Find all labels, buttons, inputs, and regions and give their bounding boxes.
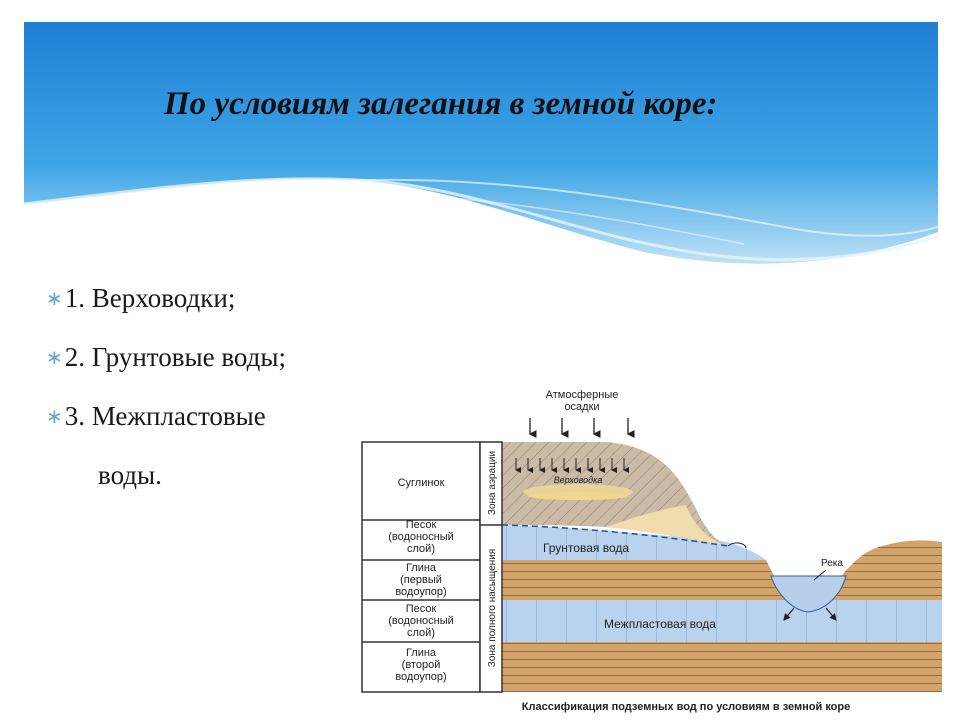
asterisk-icon: ∗ bbox=[46, 288, 63, 310]
river-water bbox=[770, 575, 847, 613]
layer-label-clay: водоупор) bbox=[395, 671, 446, 683]
discharge-arrows bbox=[783, 607, 837, 621]
bullet-text: 1. Верховодки; bbox=[64, 283, 236, 313]
layer-label-sand: слой) bbox=[407, 543, 435, 555]
asterisk-icon: ∗ bbox=[46, 406, 63, 428]
slide-title: По условиям залегания в земной коре: bbox=[164, 86, 718, 122]
layer-label-clay: (первый bbox=[400, 574, 442, 586]
groundwater-diagram: Суглинок Песок (водоносный слой) Глина (… bbox=[361, 389, 942, 713]
precipitation-label: Атмосферные bbox=[546, 389, 619, 401]
layer-label-clay: Глина bbox=[406, 647, 437, 659]
layer-label-sand: Песок bbox=[406, 519, 437, 531]
perched-water-label: Верховодка bbox=[554, 475, 603, 485]
precipitation-label: осадки bbox=[564, 401, 599, 413]
diagram-caption: Классификация подземных вод по условиям … bbox=[522, 701, 850, 713]
layer-label-loam: Суглинок bbox=[398, 477, 445, 489]
clay-layer-first bbox=[502, 560, 942, 600]
ground-water-layer bbox=[502, 525, 766, 560]
clay-layer-second bbox=[502, 642, 942, 692]
bullet-text: 3. Межпластовые bbox=[64, 401, 266, 431]
bullet-list: ∗1. Верховодки; ∗2. Грунтовые воды; ∗3. … bbox=[46, 282, 366, 515]
bullet-item-2: ∗2. Грунтовые воды; bbox=[46, 341, 366, 376]
zone-saturation-label: Зона полного насыщения bbox=[487, 549, 498, 667]
infiltration-arrows bbox=[515, 458, 629, 473]
interlayer-water-label: Межпластовая вода bbox=[604, 617, 716, 631]
precipitation-arrows bbox=[528, 418, 635, 438]
layer-label-clay: водоупор) bbox=[395, 586, 446, 598]
layer-label-sand: (водоносный bbox=[388, 531, 454, 543]
bullet-continuation: воды. bbox=[98, 460, 162, 490]
layer-label-sand: Песок bbox=[406, 603, 437, 615]
bullet-item-3: ∗3. Межпластовые воды. bbox=[46, 400, 366, 491]
layer-label-clay: (второй bbox=[402, 659, 441, 671]
header-wave-background bbox=[24, 22, 938, 264]
layer-label-clay: Глина bbox=[406, 562, 437, 574]
zone-aeration-label: Зона аэрации bbox=[487, 451, 498, 515]
layer-label-sand: (водоносный bbox=[388, 615, 454, 627]
river-label: Река bbox=[821, 558, 843, 569]
bullet-item-1: ∗1. Верховодки; bbox=[46, 282, 366, 317]
layer-label-sand: слой) bbox=[407, 627, 435, 639]
asterisk-icon: ∗ bbox=[46, 347, 63, 369]
ground-water-label: Грунтовая вода bbox=[543, 541, 629, 555]
sand-layer-lower bbox=[502, 600, 942, 642]
bullet-text: 2. Грунтовые воды; bbox=[64, 342, 286, 372]
